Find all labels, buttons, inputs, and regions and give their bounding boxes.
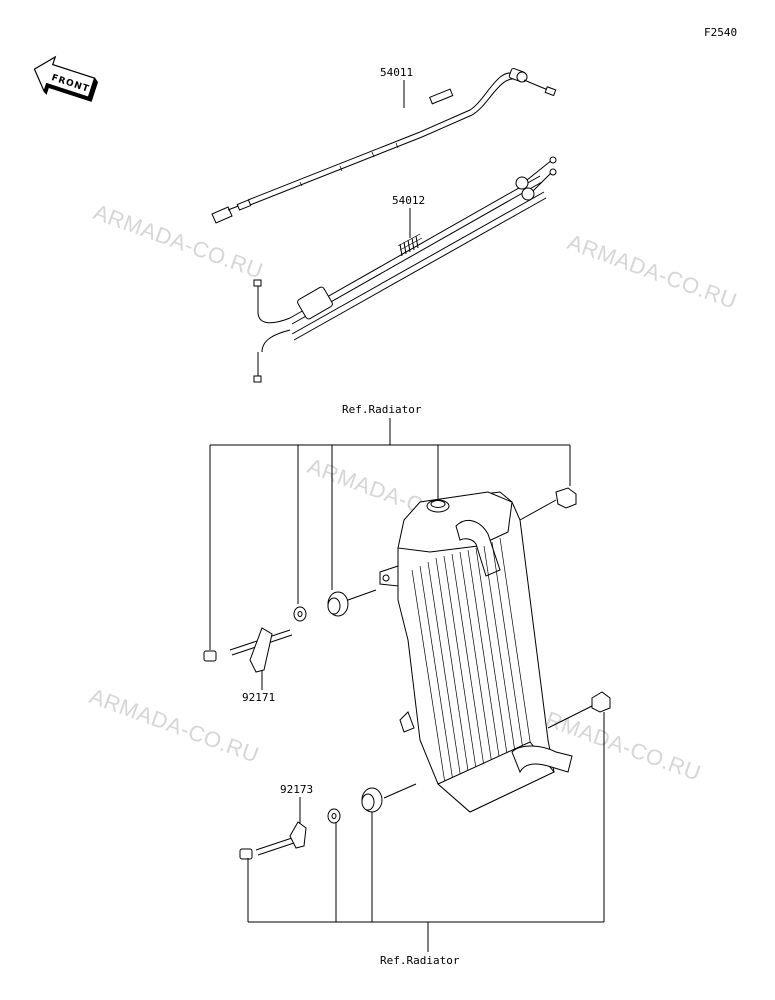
lower-mount-hardware [239, 783, 417, 860]
part-number-92173: 92173 [280, 783, 313, 796]
watermark: ARMADA-CO.RU [564, 229, 740, 313]
upper-mount-hardware [203, 589, 377, 673]
figure-code: F2540 [704, 26, 737, 39]
throttle-cable [211, 67, 557, 224]
radiator [379, 487, 611, 813]
ref-radiator-bottom: Ref.Radiator [380, 954, 460, 967]
watermark: ARMADA-CO.RU [90, 199, 266, 283]
part-number-92171: 92171 [242, 691, 275, 704]
watermark: ARMADA-CO.RU [86, 683, 262, 767]
ref-radiator-top: Ref.Radiator [342, 403, 422, 416]
watermark: ARMADA-CO.RU [528, 701, 704, 785]
front-arrow-icon: FRONT [33, 55, 99, 102]
part-number-54011: 54011 [380, 66, 413, 79]
ref-tree-top [209, 418, 571, 650]
choke-cable [253, 156, 557, 383]
ref-tree-bottom [247, 712, 605, 952]
part-number-54012: 54012 [392, 194, 425, 207]
